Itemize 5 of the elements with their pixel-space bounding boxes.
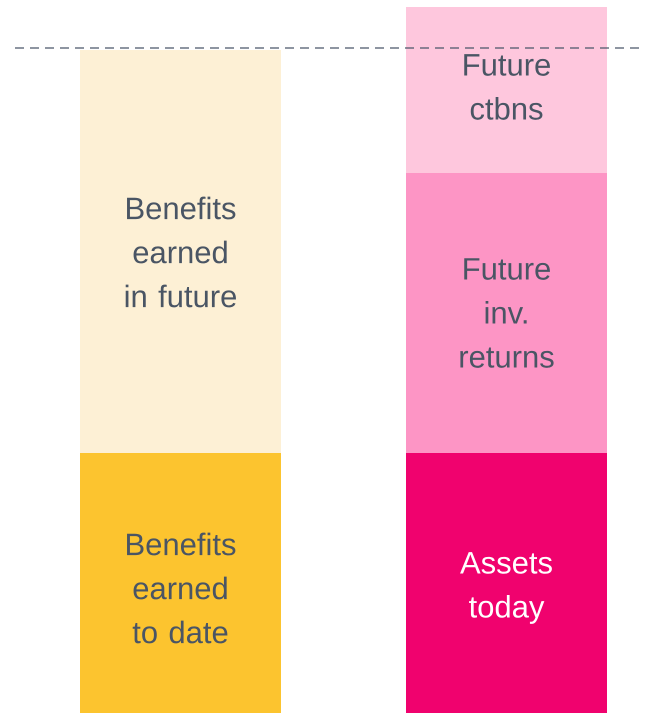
bar-segment: Benefits earned in future (80, 50, 281, 453)
bar-segment: Benefits earned to date (80, 453, 281, 713)
bar-segment: Assets today (406, 453, 607, 713)
bar-segment: Future ctbns (406, 7, 607, 173)
bar-segment: Future inv. returns (406, 173, 607, 453)
